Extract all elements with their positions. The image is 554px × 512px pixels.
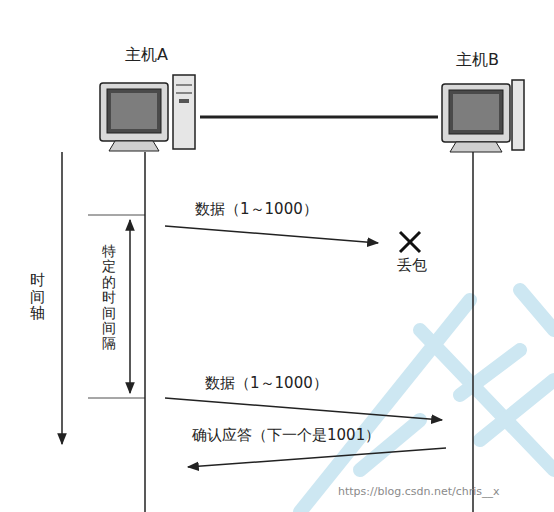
- host-computer: 主机A: [95, 45, 200, 155]
- data-arrow: [165, 398, 442, 420]
- host-name: 主机A: [125, 45, 168, 66]
- lifeline-a: [144, 152, 146, 512]
- data-arrow: [165, 226, 378, 243]
- bracket-tick: [88, 215, 145, 216]
- watermark: https://blog.csdn.net/chris__x: [338, 485, 500, 498]
- host-computer: 主机B: [438, 50, 528, 155]
- interval-arrow: [129, 220, 131, 393]
- message-label: 数据（1～1000）: [195, 200, 318, 218]
- ack-arrow: [188, 448, 446, 467]
- interval-label: 特定的时间间隔: [102, 244, 116, 352]
- lifeline-b: [472, 152, 474, 512]
- loss-mark: [400, 232, 420, 252]
- host-name: 主机B: [456, 50, 499, 71]
- watermark-strokes: [300, 290, 554, 512]
- message-label: 确认应答（下一个是1001）: [192, 426, 380, 444]
- time-axis-arrow: [61, 152, 63, 444]
- message-label: 数据（1～1000）: [205, 374, 328, 392]
- axis-label: 时间轴: [30, 272, 45, 322]
- loss-label: 丢包: [397, 256, 427, 274]
- bracket-tick: [88, 398, 145, 399]
- network-cable: [200, 116, 438, 119]
